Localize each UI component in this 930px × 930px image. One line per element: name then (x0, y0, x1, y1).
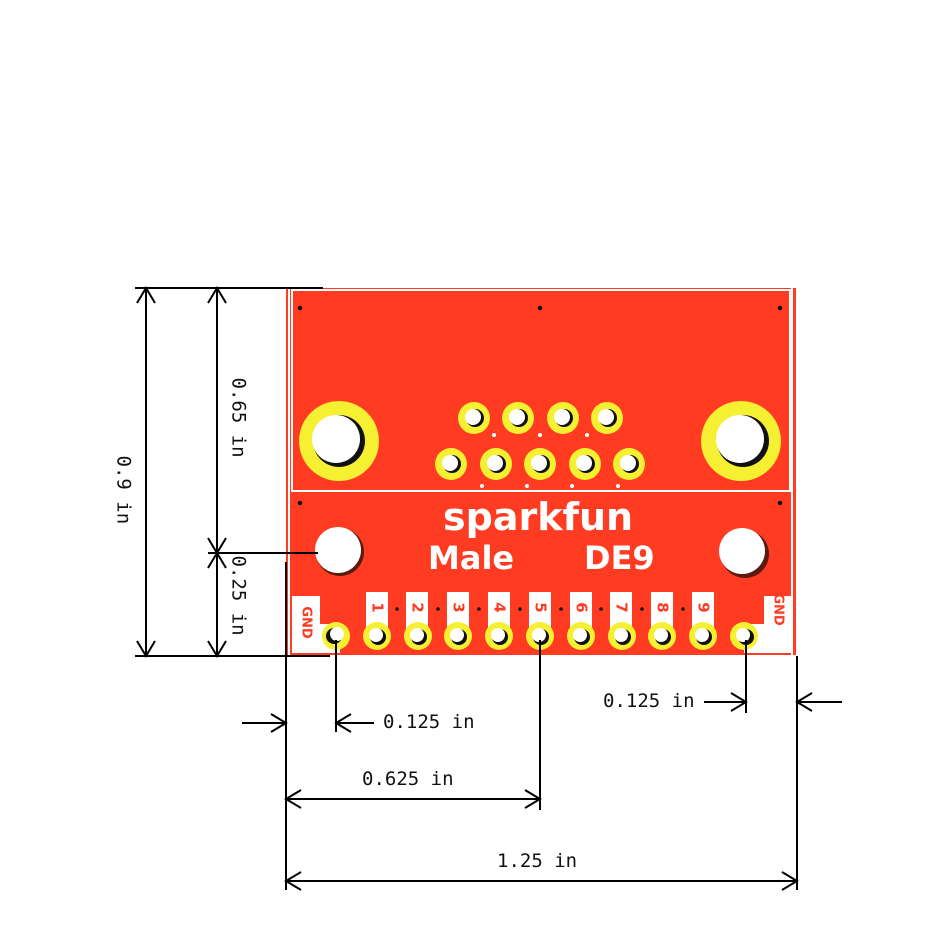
pin-label-6: 6 (572, 602, 591, 613)
pin-label-8: 8 (653, 602, 672, 613)
pin-label-5: 5 (531, 602, 550, 613)
pin-label-7: 7 (612, 602, 631, 613)
dim-height-total: 0.9 in (112, 455, 135, 525)
pin-label-4: 4 (490, 602, 509, 613)
dim-right-edge-to-pin: 0.125 in (603, 690, 695, 712)
pin-label-3: 3 (449, 602, 468, 613)
header-pads (322, 622, 758, 650)
de9-pads-bottom-row (435, 448, 645, 480)
dimension-lines (135, 286, 842, 891)
gnd-label-right: GND (770, 593, 786, 626)
gnd-label-left: GND (298, 606, 314, 639)
pin-label-1: 1 (368, 602, 387, 613)
mounting-hole-left (299, 401, 379, 481)
de9-pads-top-row (458, 402, 623, 434)
gnd-left-box (292, 596, 320, 653)
pin-label-2: 2 (408, 602, 427, 613)
dim-left-edge-to-pin: 0.125 in (383, 711, 475, 733)
brand-logo-text: sparkfun (443, 495, 634, 539)
mounting-hole-right (701, 401, 781, 481)
lower-hole-left (315, 527, 364, 576)
dim-height-upper: 0.65 in (227, 377, 250, 458)
dim-edge-to-center-pin: 0.625 in (362, 768, 454, 790)
gnd-right-box (764, 596, 792, 653)
dim-width-total: 1.25 in (497, 850, 578, 872)
board-title-male: Male (428, 539, 515, 577)
pin-label-9: 9 (694, 602, 713, 613)
lower-hole-right (719, 528, 769, 578)
pcb-board (286, 288, 796, 655)
board-title-de9: DE9 (584, 539, 655, 577)
dim-height-lower: 0.25 in (227, 555, 250, 636)
connector-outline (291, 289, 791, 492)
vias (297, 305, 783, 506)
